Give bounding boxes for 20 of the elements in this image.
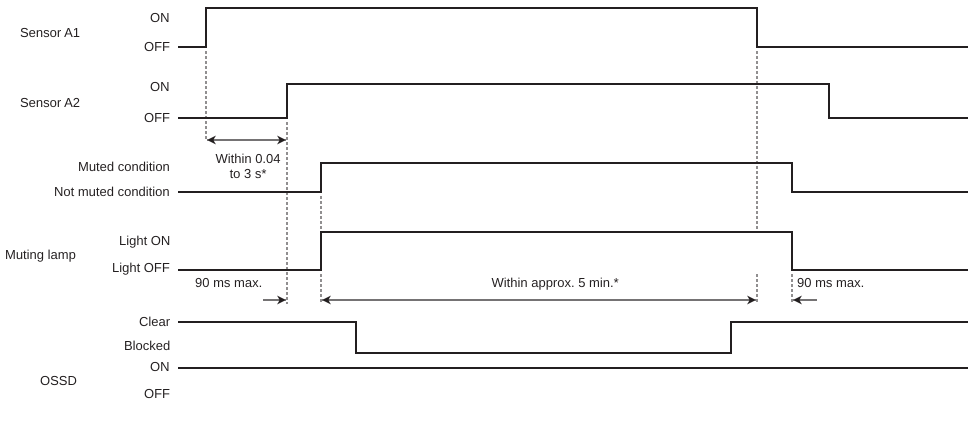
state-label: Light OFF [112,260,170,275]
timing-note: 90 ms max. [797,275,864,290]
state-label: ON [150,10,170,25]
timing-note: Within approx. 5 min.* [492,275,619,290]
state-label: Muted condition [78,159,170,174]
timing-note: Within 0.04 to 3 s* [214,151,282,181]
timing-note: 90 ms max. [195,275,262,290]
state-label: Light ON [119,233,170,248]
state-label: OFF [144,39,170,54]
state-label: Clear [139,314,170,329]
state-label: Not muted condition [54,184,170,199]
state-label: OFF [144,386,170,401]
signal-name: Muting lamp [5,247,76,262]
state-label: Blocked [124,338,170,353]
state-label: ON [150,79,170,94]
state-label: ON [150,359,170,374]
state-label: OFF [144,110,170,125]
signal-name: OSSD [40,373,77,388]
signal-name: Sensor A2 [20,95,80,110]
signal-name: Sensor A1 [20,25,80,40]
